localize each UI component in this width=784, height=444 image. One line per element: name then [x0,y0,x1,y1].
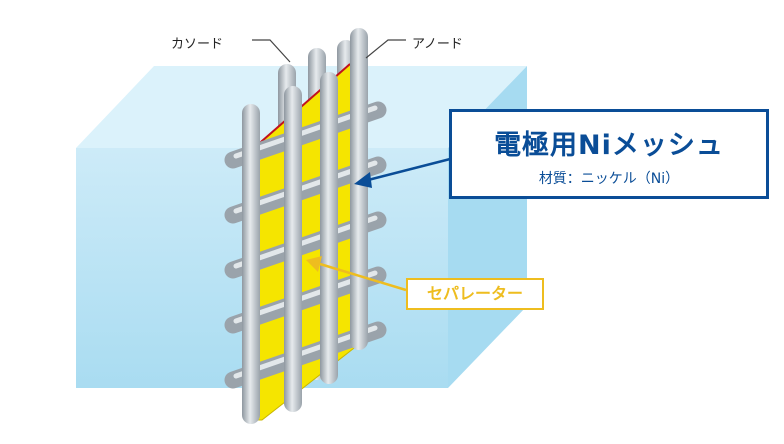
cathode-rods [242,28,368,424]
separator-arrow [306,256,407,292]
anode-leader [365,39,406,59]
leader-lines [252,39,406,63]
cathode-leader [252,39,291,63]
mesh-callout-box: 電極用Niメッシュ 材質：ニッケル（Ni） [449,109,769,199]
separator-callout-box: セパレーター [406,278,544,310]
separator-label: セパレーター [426,284,523,303]
mesh-subtitle: 材質：ニッケル（Ni） [538,171,680,187]
mesh-title: 電極用Niメッシュ [494,130,724,161]
cathode-label: カソード [171,37,224,52]
anode-label: アノード [412,37,463,52]
mesh-arrow [354,155,459,188]
